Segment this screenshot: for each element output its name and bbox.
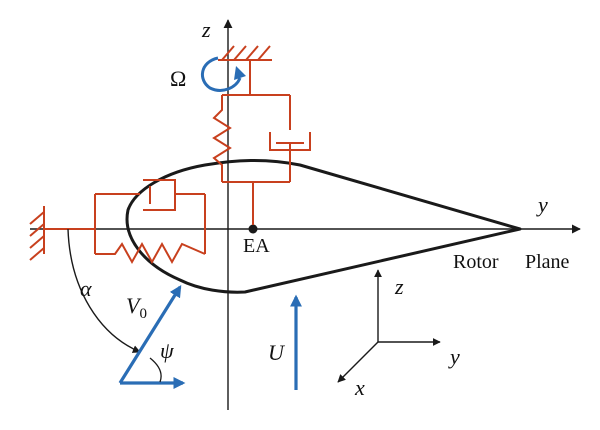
elastic-axis-label: EA — [243, 235, 270, 257]
elastic-axis-point — [248, 224, 258, 234]
velocity-v0-construction — [118, 284, 186, 389]
plane-label: Plane — [525, 251, 570, 273]
v0-label: V0 — [126, 293, 147, 322]
alpha-angle-arc — [67, 228, 141, 353]
psi-label: ψ — [160, 338, 174, 363]
rotor-label: Rotor — [453, 251, 499, 273]
coordinate-axes — [30, 19, 581, 410]
triad-x-label: x — [354, 375, 365, 400]
airfoil-section — [125, 159, 522, 294]
z-axis-label: z — [201, 17, 211, 42]
u-label: U — [268, 340, 286, 365]
triad-y-label: y — [448, 344, 460, 369]
y-axis-label: y — [536, 192, 548, 217]
alpha-label: α — [80, 276, 92, 301]
ground-hatch-left — [29, 206, 45, 261]
rotation-arrow-icon — [201, 56, 246, 92]
v0-vector — [118, 284, 182, 384]
ground-hatch-top — [218, 45, 272, 61]
psi-angle-arc — [149, 357, 162, 383]
omega-label: Ω — [170, 66, 186, 91]
horizontal-spring-damper — [29, 179, 206, 265]
coordinate-triad — [337, 269, 441, 383]
triad-z-label: z — [394, 274, 404, 299]
vertical-spring-damper — [212, 45, 311, 225]
